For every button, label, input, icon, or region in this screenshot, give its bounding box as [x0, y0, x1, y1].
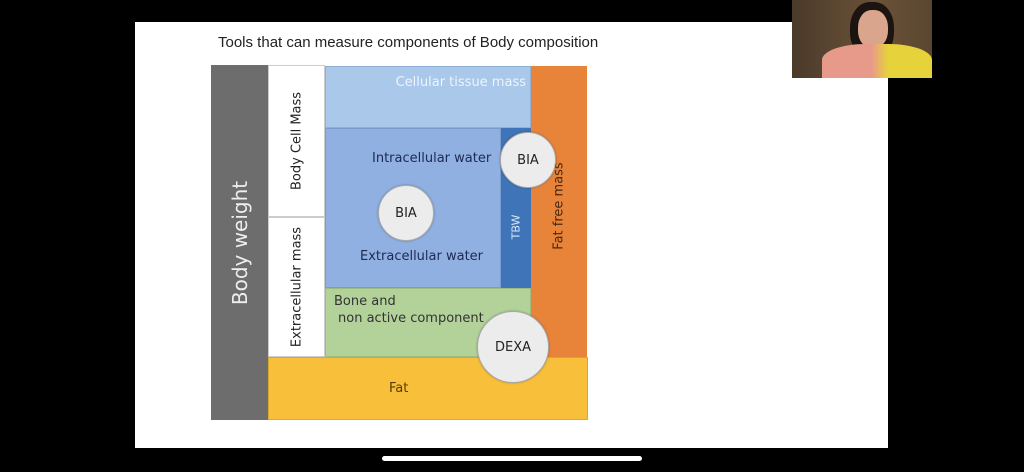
extracellular-mass-block: Extracellular mass [268, 217, 325, 357]
participant-video-thumbnail[interactable] [792, 0, 932, 78]
fat-label: Fat [389, 381, 409, 396]
water-block: Intracellular water Extracellular water [325, 128, 501, 288]
dexa-circle: DEXA [477, 311, 549, 383]
home-indicator-bar[interactable] [382, 456, 642, 461]
bia-tbw-circle: BIA [500, 132, 556, 188]
fat-block: Fat [268, 357, 588, 420]
participant-face [858, 10, 888, 48]
body-cell-mass-block: Body Cell Mass [268, 65, 325, 217]
extracellular-mass-label: Extracellular mass [289, 226, 304, 348]
intracellular-water-label: Intracellular water [372, 151, 492, 166]
fat-free-mass-label: Fat free mass [551, 161, 567, 250]
bia-water-circle: BIA [378, 185, 434, 241]
body-cell-mass-label: Body Cell Mass [289, 91, 304, 191]
extracellular-water-label: Extracellular water [360, 249, 484, 264]
body-weight-label: Body weight [227, 180, 252, 305]
cellular-tissue-mass-block: Cellular tissue mass [325, 66, 531, 128]
body-weight-block: Body weight [211, 65, 268, 420]
bone-label-line1: Bone and [334, 294, 396, 309]
bone-label-line2: non active component [338, 311, 484, 326]
participant-body [822, 44, 932, 78]
tbw-label: TBW [509, 214, 523, 240]
fat-free-mass-block: Fat free mass [531, 66, 587, 357]
cellular-tissue-mass-label: Cellular tissue mass [395, 75, 526, 90]
slide-title: Tools that can measure components of Bod… [218, 34, 599, 51]
